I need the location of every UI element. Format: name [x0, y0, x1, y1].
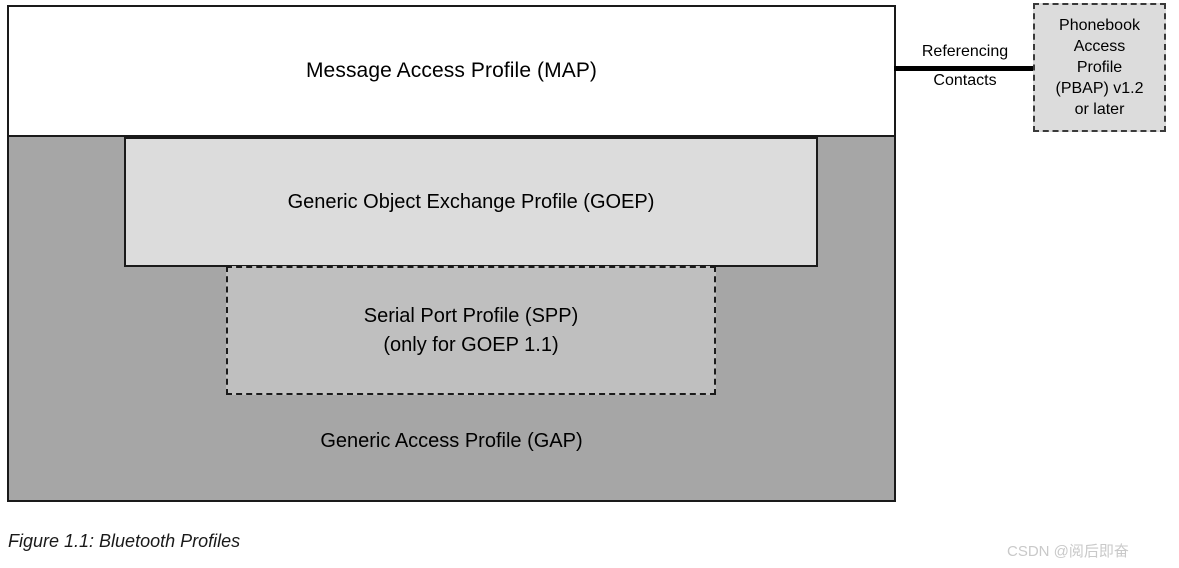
figure-caption: Figure 1.1: Bluetooth Profiles	[8, 531, 241, 551]
connector-label-top: Referencing	[921, 43, 1009, 60]
block-goep-label: Generic Object Exchange Profile (GOEP)	[287, 190, 655, 213]
block-pbap-line4: (PBAP) v1.2	[1055, 80, 1144, 98]
connector-label-bottom: Contacts	[933, 72, 997, 89]
block-pbap-line3: Profile	[1076, 58, 1123, 76]
block-gap-label: Generic Access Profile (GAP)	[320, 430, 583, 452]
block-pbap-line5: or later	[1074, 101, 1125, 119]
block-pbap: Phonebook Access Profile (PBAP) v1.2 or …	[1033, 3, 1166, 132]
block-map-label: Message Access Profile (MAP)	[305, 59, 598, 82]
watermark: CSDN @阅后即奋	[1007, 543, 1129, 560]
block-pbap-line2: Access	[1073, 37, 1126, 55]
block-spp: Serial Port Profile (SPP) (only for GOEP…	[226, 266, 716, 395]
block-map: Message Access Profile (MAP)	[7, 5, 896, 137]
block-spp-label-line1: Serial Port Profile (SPP)	[363, 304, 579, 327]
block-pbap-line1: Phonebook	[1059, 16, 1140, 34]
block-spp-label-line2: (only for GOEP 1.1)	[383, 333, 559, 356]
block-goep: Generic Object Exchange Profile (GOEP)	[124, 137, 818, 267]
connector-line-map-to-pbap	[894, 66, 1036, 71]
